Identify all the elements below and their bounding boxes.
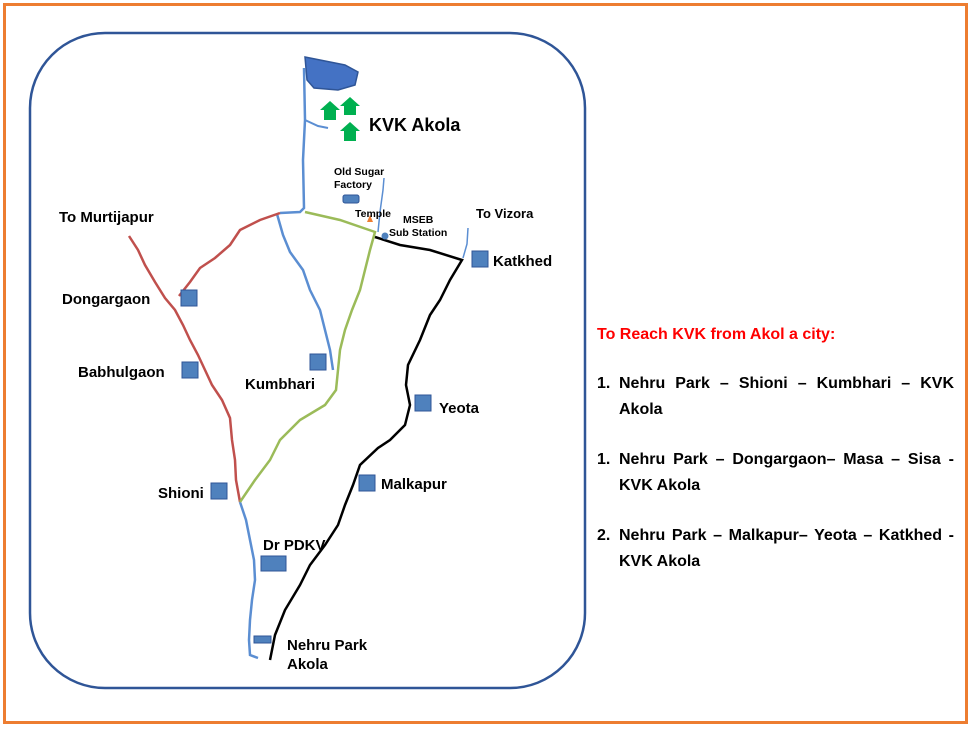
shioni-label: Shioni [158,485,204,502]
road-blue-main [279,67,307,215]
kvk-house-icon [340,122,360,141]
yeota-label: Yeota [439,400,480,417]
kvk-akola-label: KVK Akola [369,115,461,135]
route-text: Nehru Park – Shioni – Kumbhari – KVK Ako… [619,375,954,418]
route-item: 1. Nehru Park – Dongargaon– Masa – Sisa … [597,447,962,498]
road-blue-sugar [377,177,385,233]
nehru-park-label: Nehru Park Akola [287,637,368,673]
kumbhari-label: Kumbhari [245,376,316,393]
directions-title: To Reach KVK from Akol a city: [597,326,836,343]
to-vizora-label: To Vizora [476,206,534,221]
road-blue-branch [304,119,329,129]
shioni-marker [210,482,228,500]
katkhed-label: Katkhed [493,253,553,270]
dongargaon-marker [180,289,198,307]
route-text: Nehru Park – Malkapur– Yeota – Katkhed -… [619,527,954,570]
nehru-park-marker [253,635,272,644]
malkapur-label: Malkapur [381,476,447,493]
outer-frame [3,3,968,724]
route-item: 1. Nehru Park – Shioni – Kumbhari – KVK … [597,371,962,422]
mseb-dot [381,232,389,240]
road-blue-vizora [462,227,469,259]
katkhed-marker [471,250,489,268]
dongargaon-label: Dongargaon [62,291,151,308]
water-tank [304,56,359,91]
babhulgaon-label: Babhulgaon [78,364,165,381]
malkapur-marker [358,474,376,492]
route-number: 2. [597,527,611,545]
road-red [127,211,281,503]
kvk-house-icon [340,97,360,115]
babhulgaon-marker [181,361,199,379]
kvk-house-icon [320,101,340,120]
temple-label: Temple [355,208,391,220]
to-murtijapur-label: To Murtijapur [59,209,154,226]
directions-panel: To Reach KVK from Akol a city: 1. Nehru … [597,326,962,600]
mseb-label: MSEB Sub Station [389,214,448,240]
route-text: Nehru Park – Dongargaon– Masa – Sisa - K… [619,451,954,494]
old-sugar-factory-label: Old Sugar Factory [334,166,385,192]
dr-pdkv-marker [260,555,287,572]
yeota-marker [414,394,432,412]
temple-icon [367,215,373,222]
map-outline [28,31,587,690]
route-number: 1. [597,375,611,392]
old-sugar-factory-marker [342,194,360,204]
dr-pdkv-label: Dr PDKV [263,537,326,554]
route-number: 1. [597,451,611,469]
route-item: 2. Nehru Park – Malkapur– Yeota – Katkhe… [597,523,962,574]
road-blue-kumbhari [275,213,335,371]
kumbhari-marker [309,353,327,371]
road-green [238,210,377,503]
road-black [268,235,464,661]
road-blue-south [238,501,259,660]
